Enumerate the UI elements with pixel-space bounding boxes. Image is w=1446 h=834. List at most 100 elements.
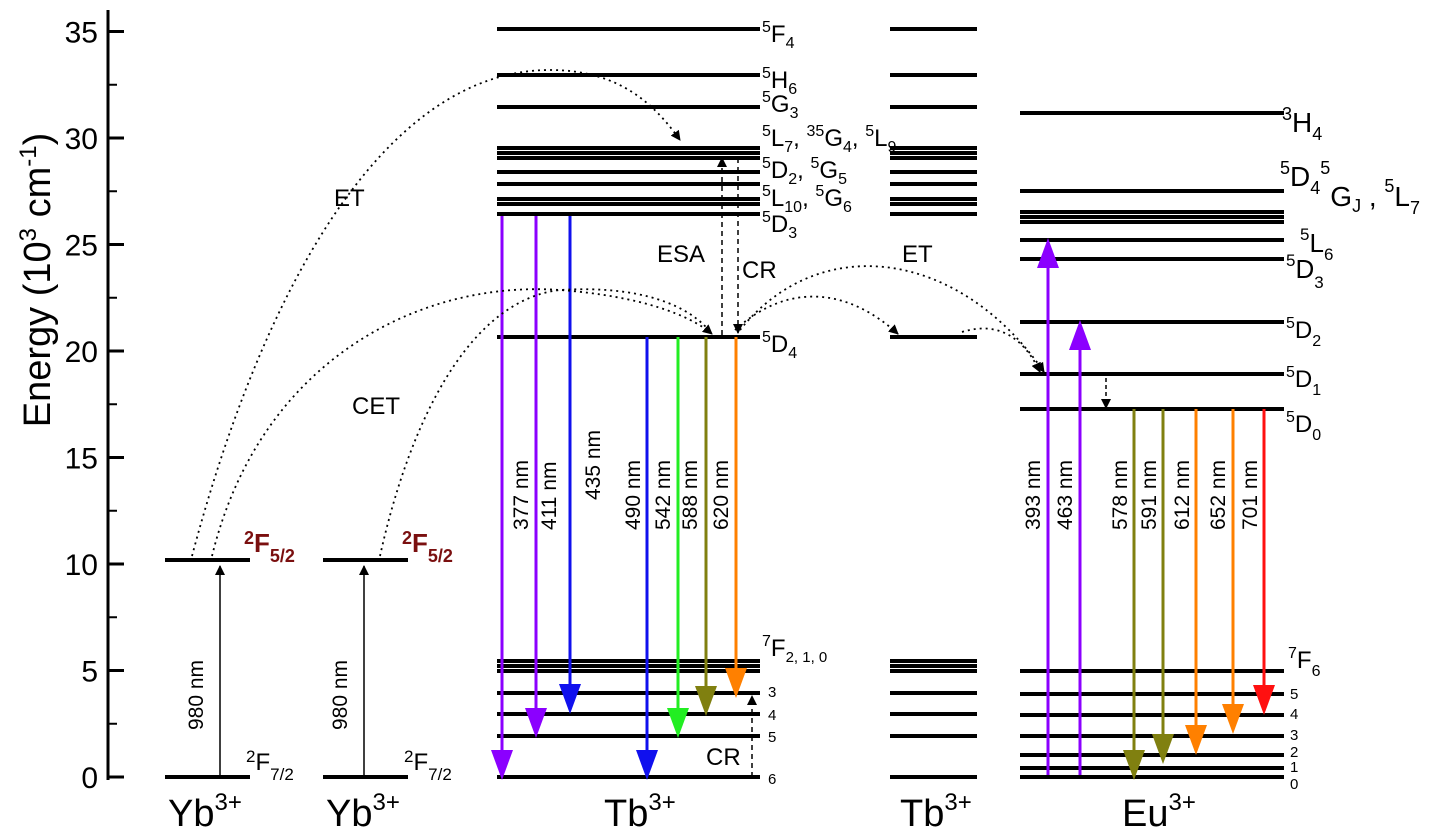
et-curve-yb-to-tb-high [191,69,681,557]
tb-column-1: 5F4 5H6 5G3 5L7, 35G4, 5L9 5D2, 5G5 5L10… [491,19,897,834]
cet-curve-2 [379,288,713,557]
yb1-2f72-label: 2F7/2 [246,747,294,784]
yb2-2f52-label: 2F5/2 [402,528,453,566]
et-curve-tb-to-tb [734,295,899,335]
y-axis-ticks: 0 5 10 15 20 25 30 35 [65,17,124,795]
eu-label-7f4: 4 [1290,706,1298,723]
et-curve-tb-to-eu [739,265,1045,373]
tb-emission-arrow-2-head [559,684,581,714]
yb-column-2: 980 nm 2F5/2 2F7/2 Yb3+ [323,528,453,834]
eu-label-7f6: 7F6 [1288,645,1321,680]
eu-label-5d3: 5D3 [1286,251,1324,292]
cr-top-label: CR [742,257,777,284]
eu-arrow-6-head [1253,685,1275,715]
esa-label: ESA [657,241,705,268]
eu-arrow-label-1: 463 nm [1054,460,1077,530]
et-right-label: ET [902,241,933,268]
tb-label-5g3: 5G3 [762,89,799,122]
eu-label-5l6: 5L6 [1300,225,1333,264]
tb2-levels [890,27,977,779]
eu-arrow-5-head [1222,704,1244,734]
tb-column-2: Tb3+ [890,27,977,834]
tb-label-5d2: 5D2, 5G5 [762,155,847,188]
tb-emission-label-0: 377 nm [510,460,533,530]
tb-label-7f3: 3 [768,684,776,701]
eu-arrow-label-3: 591 nm [1138,460,1161,530]
tb-emission-arrow-0-head [491,750,513,780]
eu-label-7f1: 1 [1290,759,1298,776]
eu-label-7f2: 2 [1290,744,1298,761]
eu-label-7f5: 5 [1290,686,1298,703]
eu-levels [1020,111,1284,779]
eu-label-3h4: 3H4 [1282,104,1322,144]
cet-label: CET [352,393,400,420]
tb1-levels [497,27,760,779]
eu-arrow-label-2: 578 nm [1109,460,1132,530]
tb-emission-label-1: 411 nm [538,462,561,531]
tb-label-7f210: 7F2, 1, 0 [762,633,827,666]
eu-arrow-label-5: 652 nm [1207,460,1230,530]
cr-bottom-label: CR [706,744,741,771]
eu-label-5d0: 5D0 [1286,409,1321,444]
eu-label-5d4: 5D45GJ , 5L7 [1280,158,1420,218]
tb-label-5l7: 5L7, 35G4, 5L9 [762,123,897,156]
tb-emission-arrow-1-head [525,708,547,738]
y-tick-label: 10 [65,549,98,582]
y-tick-label: 35 [65,17,98,50]
eu-arrow-4-head [1185,725,1207,755]
yb-column-1: 980 nm 2F5/2 2F7/2 Yb3+ [165,528,295,834]
eu-arrow-label-4: 612 nm [1171,460,1194,530]
eu-arrow-1-head [1069,320,1091,350]
eu-arrow-0-head [1037,238,1059,268]
eu-arrow-label-0: 393 nm [1022,460,1045,530]
eu-arrow-2-head [1123,750,1145,780]
y-tick-label: 25 [65,230,98,263]
tb-label-5d4: 5D4 [762,329,797,362]
y-tick-label: 20 [65,336,98,369]
yb1-2f52-label: 2F5/2 [244,528,295,566]
y-tick-label: 5 [81,656,98,689]
et-left-label: ET [334,185,365,212]
tb-label-7f5: 5 [768,729,776,746]
y-tick-label: 30 [65,123,98,156]
y-tick-label: 0 [81,762,98,795]
tb2-ion-label: Tb3+ [900,789,972,834]
tb-label-5d3: 5D3 [762,209,797,242]
tb-emission-label-6: 620 nm [710,460,733,530]
tb-label-7f6: 6 [768,771,776,788]
eu-label-5d2: 5D2 [1286,315,1321,350]
tb-label-5h6: 5H6 [762,65,797,98]
y-tick-label: 15 [65,443,98,476]
eu-label-7f3: 3 [1290,727,1298,744]
eu-arrow-label-6: 701 nm [1239,460,1262,530]
y-axis-title: Energy (103 cm-1) [15,133,59,427]
yb1-ion-label: Yb3+ [168,789,242,834]
yb1-pump-label: 980 nm [185,660,208,730]
tb-emission-arrow-6-head [725,668,747,698]
eu-emission-arrows: 393 nm 463 nm 578 nm 591 nm 612 nm 652 nm 701 … [1022,238,1275,780]
tb-emission-label-3: 490 nm [622,460,645,530]
tb-emission-label-2: 435 nm [582,430,605,500]
y-axis: 0 5 10 15 20 25 30 35 Energy (103 cm-1) [15,10,124,795]
tb-label-5l10: 5L10, 5G6 [762,183,852,216]
tb1-ion-label: Tb3+ [604,789,676,834]
eu-column: 3H4 5D45GJ , 5L7 5L6 5D3 5D2 5D1 5D0 7F6… [1020,104,1420,834]
yb2-ion-label: Yb3+ [326,789,400,834]
tb-emission-arrow-4-head [667,708,689,738]
tb-emission-label-4: 542 nm [652,460,675,530]
tb-emission-arrow-5-head [695,686,717,716]
eu-label-7f0: 0 [1290,776,1298,793]
tb-label-5f4: 5F4 [762,19,795,52]
eu-ion-label: Eu3+ [1122,789,1196,834]
cet-curve-1 [211,288,713,557]
tb-label-7f4: 4 [768,707,776,724]
eu-label-5d1: 5D1 [1286,364,1321,399]
yb2-pump-label: 980 nm [329,660,352,730]
eu-arrow-3-head [1152,734,1174,764]
yb2-2f72-label: 2F7/2 [404,747,452,784]
et-curve-tb2-to-eu [961,327,1041,373]
energy-transfer-curves [191,69,1045,557]
tb-emission-label-5: 588 nm [679,460,702,530]
